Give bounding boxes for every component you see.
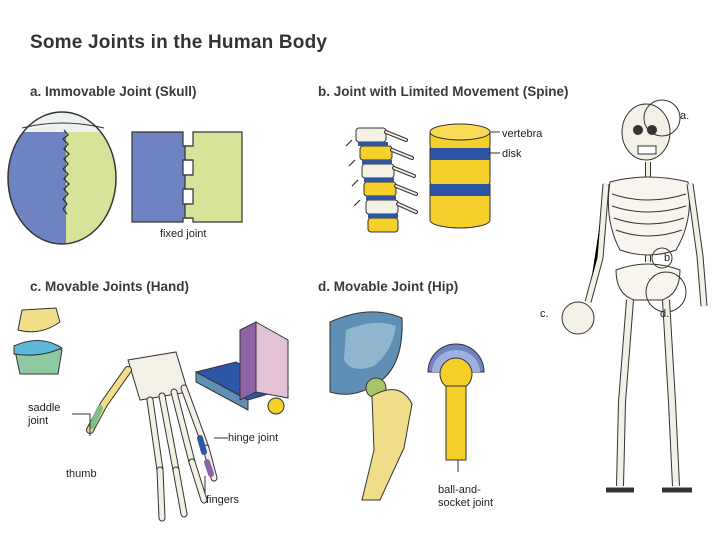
- hand-skeleton: [86, 351, 218, 522]
- section-b-heading: b. Joint with Limited Movement (Spine): [318, 84, 569, 99]
- skeleton-marker-a: a.: [680, 110, 690, 122]
- label-saddle-joint-line2: joint: [28, 415, 49, 427]
- vertebra-disk-stack: [429, 123, 500, 229]
- saddle-joint-model: [13, 307, 64, 375]
- label-disk: disk: [502, 148, 522, 160]
- skeleton-marker-d: d.: [660, 308, 670, 320]
- ball-and-socket-model: [427, 343, 485, 461]
- section-a-heading: a. Immovable Joint (Skull): [30, 84, 197, 99]
- full-body-skeleton: [561, 99, 708, 493]
- label-saddle-joint-line1: saddle: [28, 402, 61, 414]
- femur: [361, 389, 413, 501]
- section-c-heading: c. Movable Joints (Hand): [30, 279, 190, 294]
- label-fixed-joint: fixed joint: [160, 228, 207, 240]
- label-ball-socket-line1: ball-and-: [438, 484, 481, 496]
- leader-lines: [72, 413, 459, 494]
- skeleton-marker-b: b.: [664, 252, 674, 264]
- label-thumb: thumb: [66, 468, 97, 480]
- section-d-heading: d. Movable Joint (Hip): [318, 279, 459, 294]
- hinge-joint-model: [194, 321, 290, 415]
- label-hinge-joint: hinge joint: [228, 432, 279, 444]
- skull-top-view: [7, 111, 117, 245]
- label-ball-socket-line2: socket joint: [438, 497, 494, 509]
- spine-side-view: [345, 127, 418, 233]
- skeleton-marker-c: c.: [540, 308, 549, 320]
- hip-socket-pelvis: [329, 311, 403, 399]
- fixed-joint-diagram: [131, 131, 243, 223]
- label-fingers: fingers: [206, 494, 240, 506]
- label-vertebra: vertebra: [502, 128, 543, 140]
- page-title: Some Joints in the Human Body: [30, 32, 328, 53]
